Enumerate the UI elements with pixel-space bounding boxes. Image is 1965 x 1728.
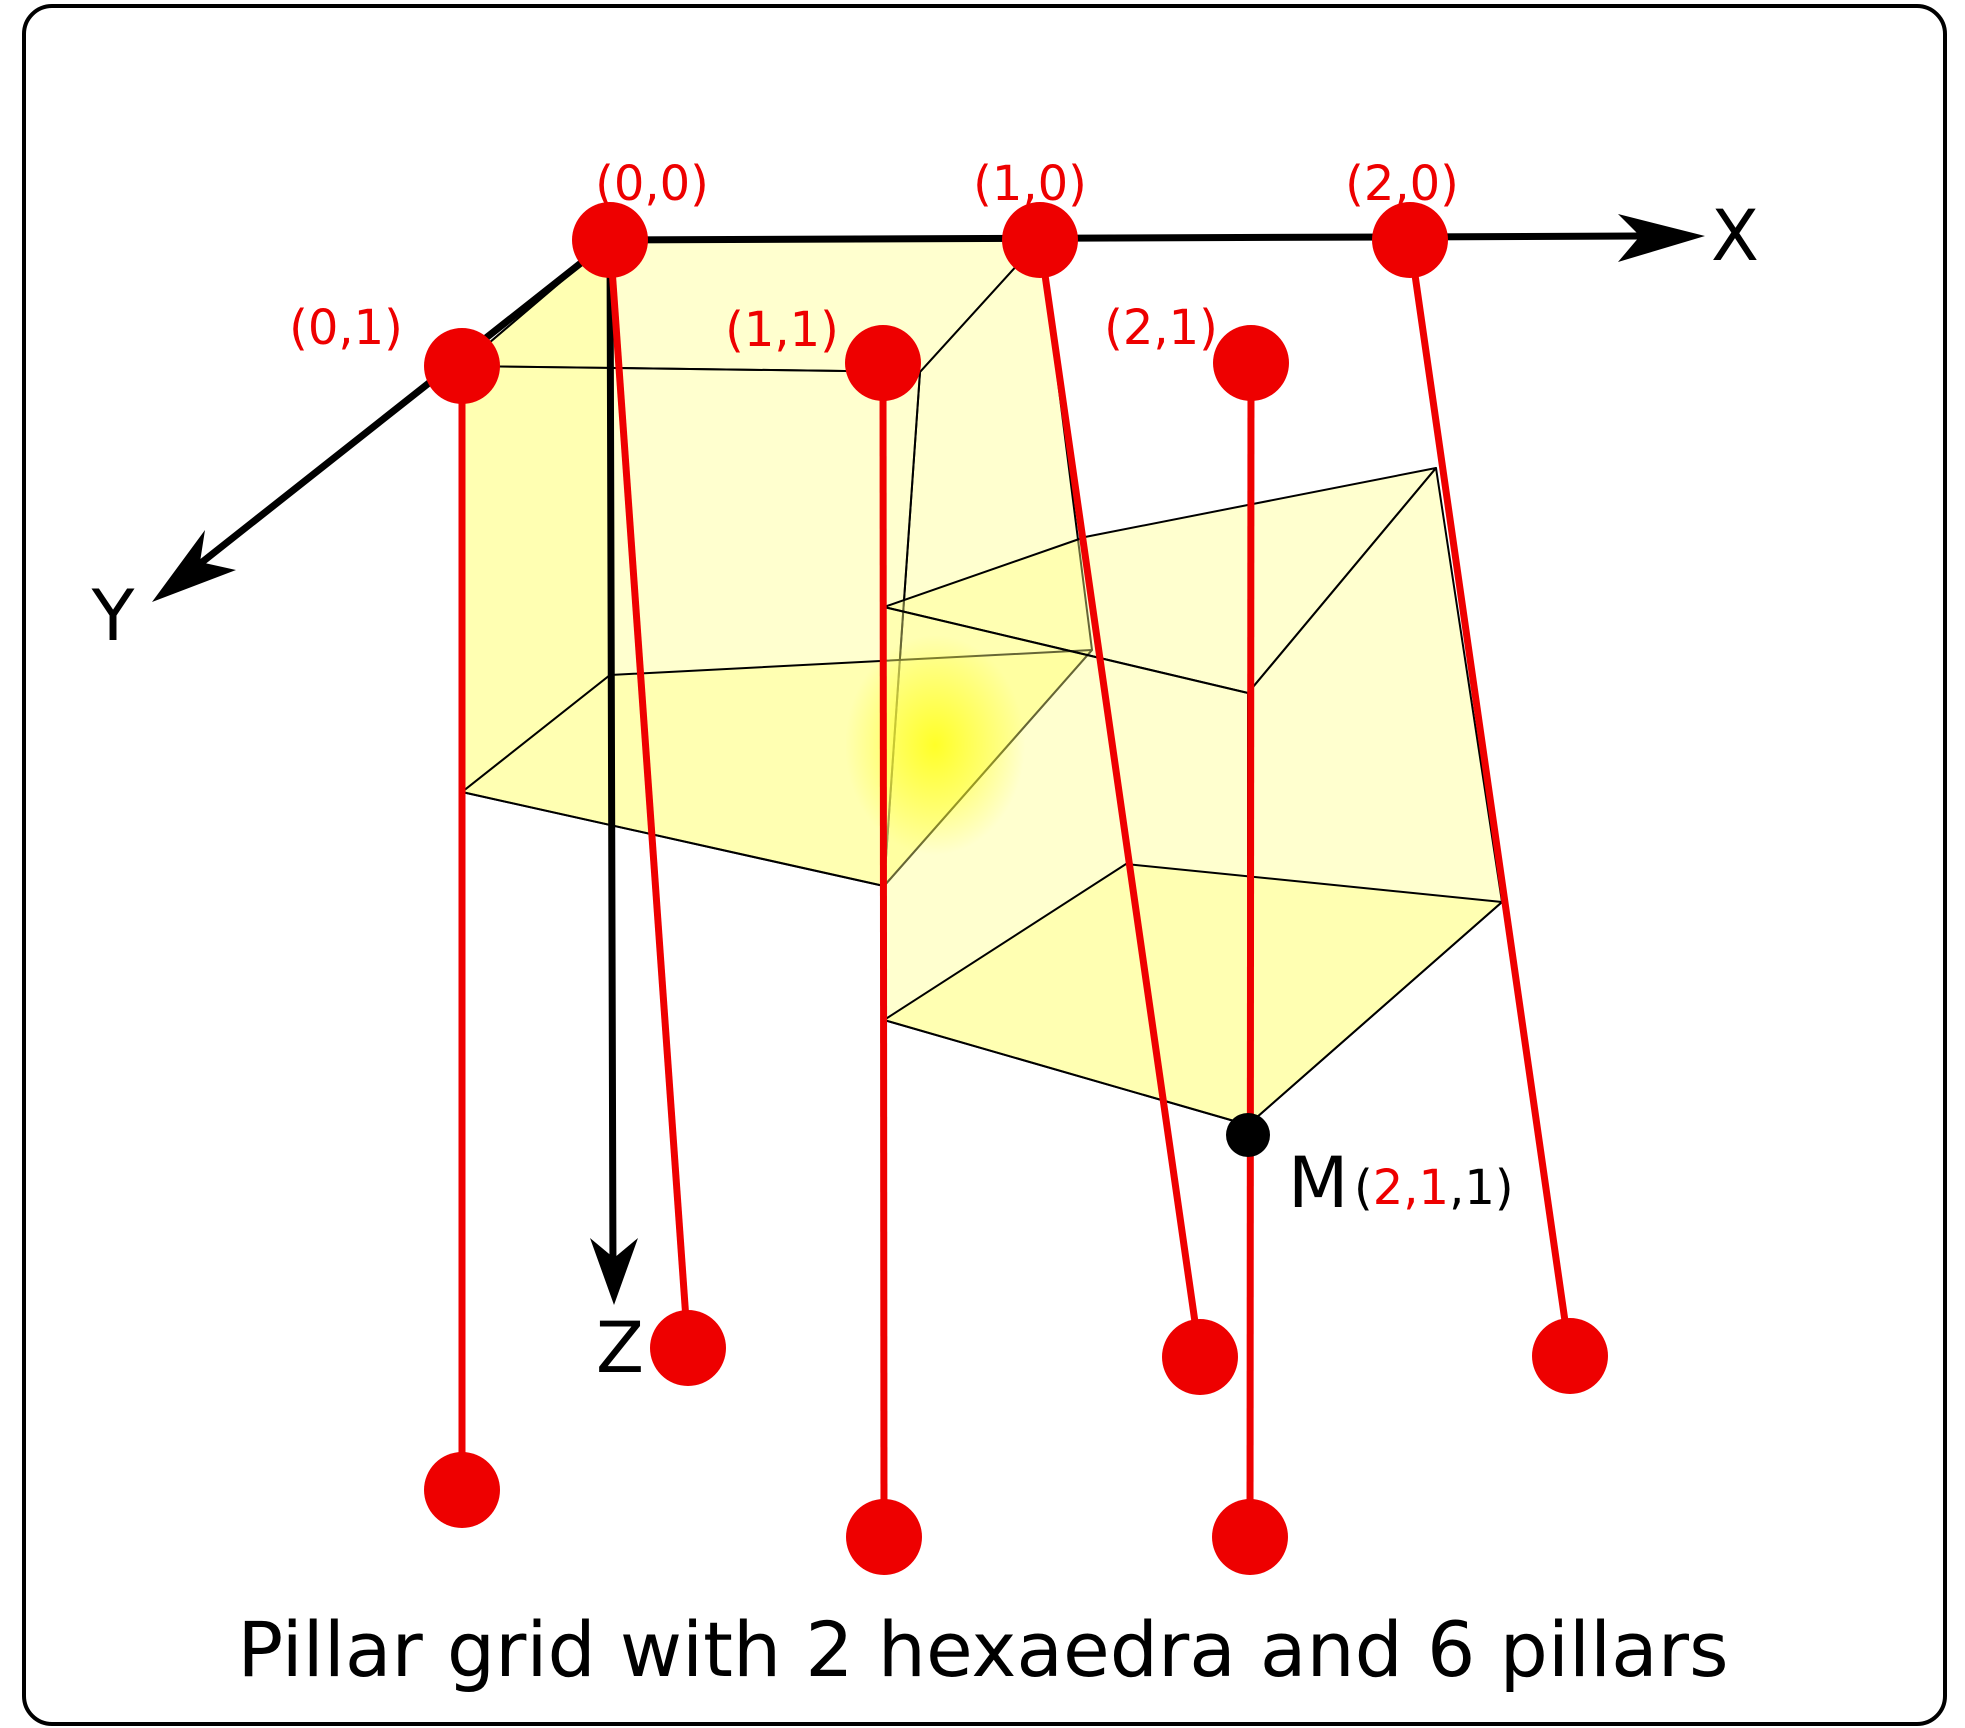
z-axis-line [606, 236, 617, 1284]
pillar-1-1-line [879, 362, 888, 1538]
point-m-coordinates: (2,1,1) [1354, 1160, 1514, 1216]
pillars [458, 239, 1574, 1538]
axes [178, 232, 1644, 1284]
x-axis-arrowhead [1618, 214, 1705, 262]
point-m-label: M [1288, 1142, 1348, 1224]
pillar-1-0-top-point [1002, 202, 1078, 278]
x-axis-line [606, 232, 1644, 244]
point-m-open-paren: ( [1354, 1160, 1373, 1216]
pillar-label-2-0: (2,0) [1345, 156, 1459, 212]
pillar-2-1-line [1246, 362, 1255, 1538]
pillar-label-1-0: (1,0) [973, 156, 1087, 212]
hexahedron-1 [461, 239, 1093, 887]
pillar-label-1-1: (1,1) [725, 302, 839, 358]
pillar-1-1-bottom-point [846, 1499, 922, 1575]
point-m-k: 1 [1464, 1160, 1495, 1216]
pillar-0-0-top-point [572, 202, 648, 278]
z-axis-arrowhead [590, 1238, 638, 1305]
point-m-comma-2: , [1449, 1160, 1464, 1216]
y-axis-label: Y [91, 575, 135, 657]
y-axis-line [178, 236, 614, 582]
z-axis-label: Z [596, 1307, 644, 1389]
point-m-j: 1 [1419, 1160, 1450, 1216]
pillar-2-0-bottom-point [1532, 1318, 1608, 1394]
pillar-2-1-top-point [1213, 325, 1289, 401]
pillar-label-0-0: (0,0) [595, 156, 709, 212]
pillar-2-0-top-point [1372, 202, 1448, 278]
pillar-2-0-line [1406, 239, 1574, 1357]
x-axis-label: X [1711, 195, 1759, 277]
pillar-0-0-bottom-point [650, 1310, 726, 1386]
pillar-0-1-top-point [424, 328, 500, 404]
overlap-highlight [845, 635, 1025, 855]
point-m-comma-1: , [1403, 1160, 1418, 1216]
pillar-2-1-bottom-point [1212, 1499, 1288, 1575]
pillar-1-1-top-point [845, 325, 921, 401]
point-m-close-paren: ) [1495, 1160, 1514, 1216]
diagram-caption: Pillar grid with 2 hexaedra and 6 pillar… [237, 1605, 1728, 1694]
pillar-1-0-line [1036, 239, 1204, 1358]
y-axis-arrowhead [152, 530, 236, 602]
pillar-1-0-bottom-point [1162, 1319, 1238, 1395]
pillar-label-0-1: (0,1) [289, 300, 403, 356]
point-m-i: 2 [1373, 1160, 1404, 1216]
point-m-marker [1226, 1113, 1270, 1157]
diagram-frame [22, 4, 1947, 1726]
pillar-end-points [424, 202, 1608, 1575]
pillar-label-2-1: (2,1) [1104, 300, 1218, 356]
pillar-0-0-line [606, 239, 692, 1349]
hexahedron-2 [883, 467, 1503, 1126]
pillar-0-1-bottom-point [424, 1452, 500, 1528]
